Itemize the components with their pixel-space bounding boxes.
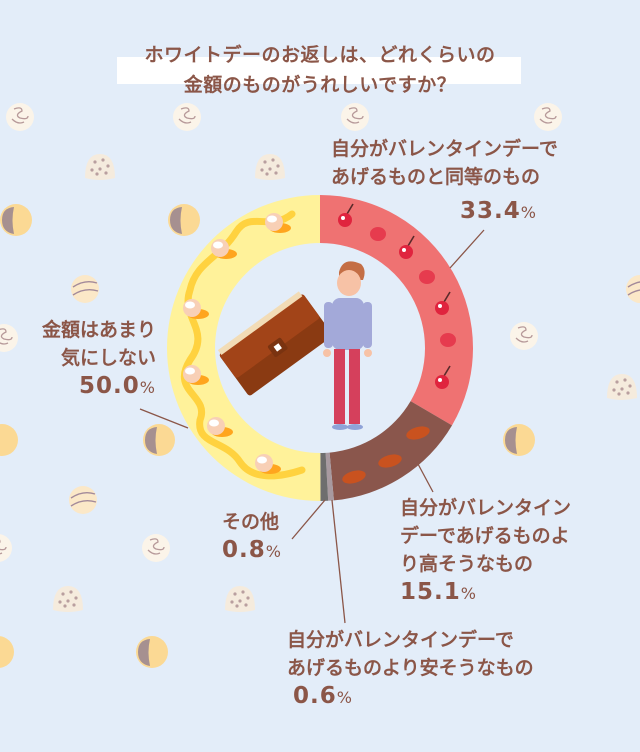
label-dont-care: 金額はあまり 気にしない 50.0% [20, 316, 156, 402]
raspberry-decorations [370, 227, 456, 347]
value-other: 0.8% [222, 537, 282, 563]
caramel-drizzle-decoration [180, 210, 306, 480]
segment-cheaper [325, 452, 334, 501]
segment-other [320, 452, 329, 501]
leader-same [449, 229, 485, 269]
almond-decorations [342, 426, 430, 484]
segment-dont-care [166, 195, 321, 502]
value-cheaper: 0.6% [293, 683, 353, 709]
chart-title: ホワイトデーのお返しは、どれくらいの 金額のものがうれしいですか？ [0, 40, 640, 100]
value-higher: 15.1% [400, 579, 477, 605]
white-chocolate-balls [183, 213, 291, 474]
value-same: 33.4% [460, 198, 537, 224]
wallet-illustration [217, 291, 333, 396]
title-highlight [117, 57, 521, 84]
title-line-2: 金額のものがうれしいですか？ [183, 74, 457, 96]
label-higher: 自分がバレンタイン デーであげるものよ り高そうなもの 15.1% [400, 494, 571, 608]
leader-higher [417, 463, 434, 493]
donut-segments [166, 195, 473, 502]
label-other: その他 0.8% [222, 508, 282, 566]
value-dont-care: 50.0% [79, 373, 156, 399]
label-same: 自分がバレンタインデーで あげるものと同等のもの 33.4% [331, 135, 558, 227]
leader-cheaper [331, 499, 346, 624]
leader-other [291, 499, 326, 540]
segment-higher [329, 401, 453, 501]
cherry-decorations [338, 203, 451, 389]
young-man-illustration [323, 261, 372, 430]
title-line-1: ホワイトデーのお返しは、どれくらいの [144, 44, 496, 66]
label-cheaper: 自分がバレンタインデーで あげるものより安そうなもの 0.6% [287, 626, 534, 712]
leader-lines [139, 229, 485, 624]
leader-dont-care [139, 408, 189, 429]
segment-same [320, 195, 473, 426]
